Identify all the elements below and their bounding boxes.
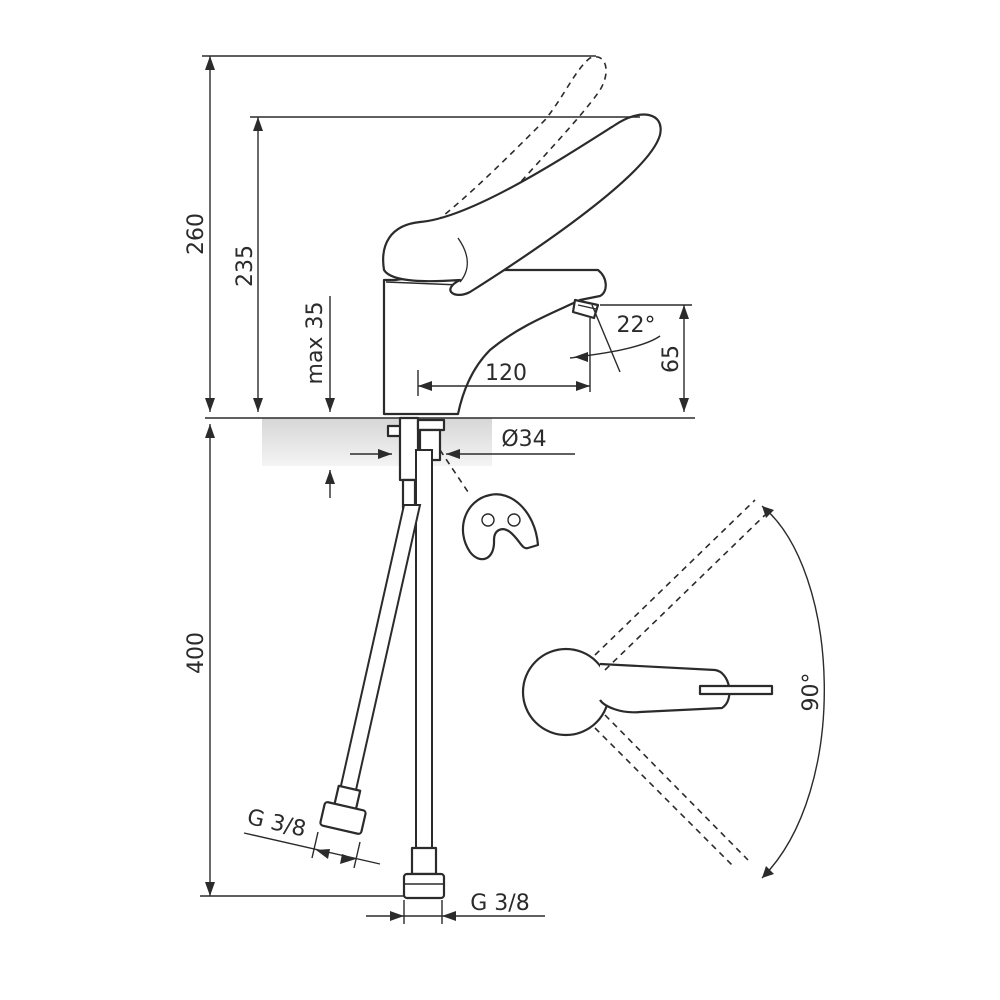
dim-spout-reach: 120 <box>417 318 591 396</box>
label-spout-angle: 22° <box>617 313 656 338</box>
hose-straight <box>402 449 446 900</box>
dim-spout-angle: 22° <box>569 304 661 373</box>
dim-thread-right: G 3/8 <box>366 891 545 924</box>
label-thread-left: G 3/8 <box>245 805 309 843</box>
label-max-mount: max 35 <box>303 302 328 385</box>
hose-angled <box>319 504 422 835</box>
label-spout-reach: 120 <box>485 361 527 386</box>
label-hose-length: 400 <box>184 632 209 674</box>
dim-spout-height: 65 <box>600 304 692 412</box>
label-hole-diameter: Ø34 <box>501 427 546 452</box>
label-thread-right: G 3/8 <box>470 891 529 916</box>
dim-hole-diameter: Ø34 <box>350 427 575 459</box>
label-total-height: 260 <box>184 213 209 255</box>
dim-max-mount: max 35 <box>303 296 335 498</box>
label-lever-height: 235 <box>233 245 258 287</box>
lever-handle <box>382 113 662 296</box>
label-lever-rotation: 90° <box>799 673 824 712</box>
raised-lever-outline <box>409 56 607 241</box>
dim-lever-height: 235 <box>233 116 640 412</box>
label-spout-height: 65 <box>659 345 684 373</box>
dim-hose-length: 400 <box>184 424 404 897</box>
dim-thread-left: G 3/8 <box>243 805 381 869</box>
horseshoe-washer-icon <box>461 493 540 561</box>
dim-total-height: 260 <box>184 55 596 412</box>
lever-top-view <box>521 499 825 879</box>
countertop <box>205 417 695 466</box>
faucet-body <box>382 268 607 416</box>
dim-lever-rotation: 90° <box>799 673 824 712</box>
